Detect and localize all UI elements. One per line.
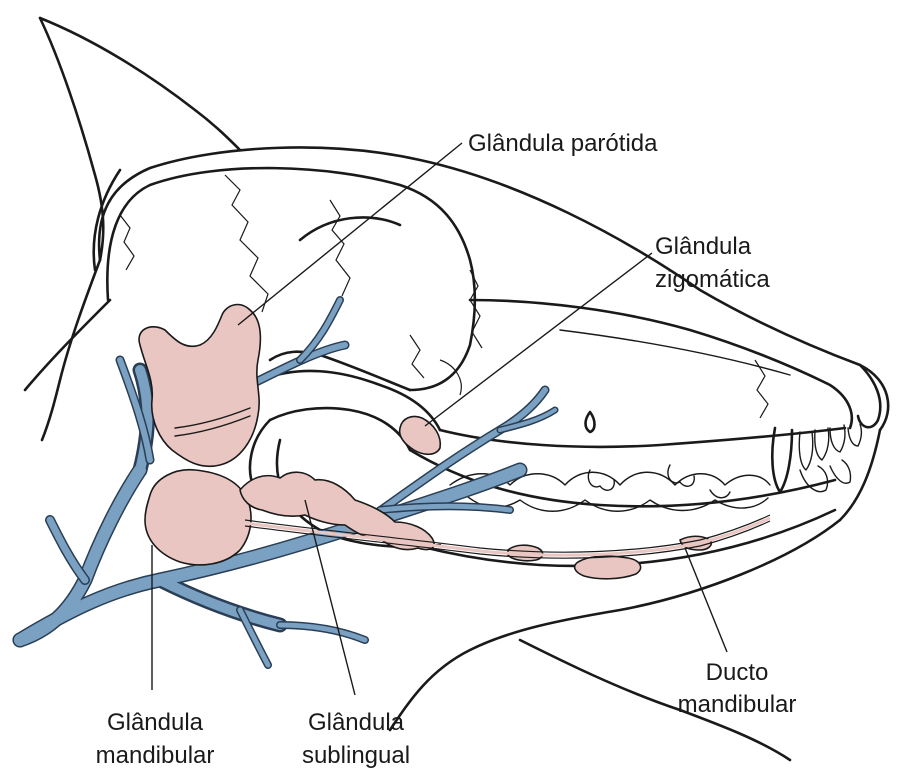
label-duct-line1: Ducto <box>706 659 769 686</box>
label-mandibular-line1: Glândula <box>107 709 204 736</box>
label-sublingual-line2: sublingual <box>302 742 410 769</box>
label-duct-line2: mandibular <box>678 691 797 718</box>
label-zygomatic-line2: zigomática <box>655 266 770 293</box>
parotid-gland <box>139 305 260 467</box>
leader-duct <box>685 548 727 652</box>
label-sublingual-line1: Glândula <box>308 709 405 736</box>
label-mandibular-line2: mandibular <box>96 742 215 769</box>
label-zygomatic-line1: Glândula <box>655 233 752 260</box>
label-parotid-gland: Glândula parótida <box>468 130 658 157</box>
leader-parotid <box>238 143 462 325</box>
glands <box>139 305 711 579</box>
mandibular-gland <box>145 470 251 565</box>
